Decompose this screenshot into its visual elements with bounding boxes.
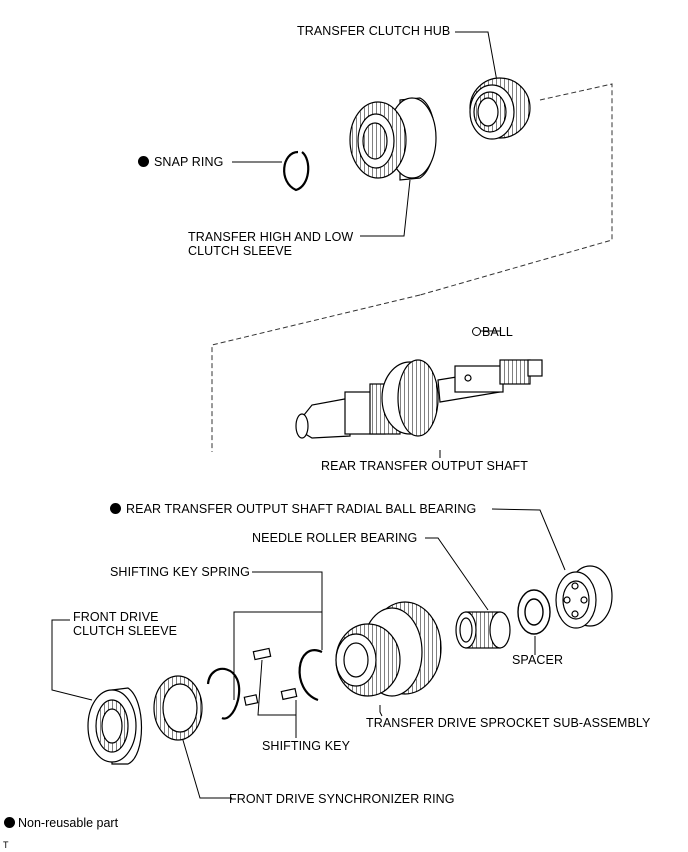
spacer-drawing — [517, 589, 551, 635]
label-ball-group: BALL — [472, 325, 513, 339]
needle-roller-bearing-drawing — [455, 611, 511, 649]
label-shifting-key-spring: SHIFTING KEY SPRING — [110, 565, 250, 579]
legend-non-reusable-text: Non-reusable part — [18, 816, 119, 830]
non-reusable-dot-icon — [110, 503, 121, 514]
shifting-keys-drawing — [243, 647, 298, 706]
label-transfer-clutch-hub: TRANSFER CLUTCH HUB — [297, 24, 451, 38]
leader-lines — [51, 31, 566, 799]
label-shifting-key: SHIFTING KEY — [262, 739, 351, 753]
shifting-key-spring-right-drawing — [298, 649, 323, 702]
label-synchronizer-ring: FRONT DRIVE SYNCHRONIZER RING — [229, 792, 455, 806]
label-high-low-sleeve-line1: TRANSFER HIGH AND LOW — [188, 230, 354, 244]
label-needle-roller-bearing: NEEDLE ROLLER BEARING — [252, 531, 418, 545]
label-rear-shaft-bearing: REAR TRANSFER OUTPUT SHAFT RADIAL BALL B… — [126, 502, 477, 516]
front-drive-clutch-sleeve-drawing — [87, 687, 143, 765]
rear-shaft-ball-bearing-drawing — [555, 565, 613, 629]
label-spacer: SPACER — [512, 653, 564, 667]
transfer-clutch-hub-drawing — [469, 77, 531, 140]
ball-ring-icon — [472, 327, 481, 336]
label-front-drive-sleeve-line2: CLUTCH SLEEVE — [73, 624, 178, 638]
drive-sprocket-drawing — [335, 601, 442, 697]
legend: Non-reusable part — [4, 816, 118, 830]
shifting-key-spring-left-drawing — [206, 667, 241, 720]
rear-output-shaft-drawing — [295, 359, 543, 439]
label-front-drive-sleeve-line1: FRONT DRIVE — [73, 610, 159, 624]
label-rear-bearing-group: REAR TRANSFER OUTPUT SHAFT RADIAL BALL B… — [110, 502, 476, 516]
snap-ring-drawing — [283, 150, 310, 192]
label-ball: BALL — [482, 325, 513, 339]
label-drive-sprocket: TRANSFER DRIVE SPROCKET SUB-ASSEMBLY — [366, 716, 651, 730]
synchronizer-ring-drawing — [153, 675, 203, 741]
label-snap-ring: SNAP RING — [154, 155, 224, 169]
label-rear-output-shaft: REAR TRANSFER OUTPUT SHAFT — [321, 459, 529, 473]
label-high-low-sleeve-line2: CLUTCH SLEEVE — [188, 244, 293, 258]
high-low-clutch-sleeve-drawing — [349, 97, 437, 181]
non-reusable-dot-icon — [138, 156, 149, 167]
non-reusable-dot-icon — [4, 817, 15, 828]
corner-mark: T — [3, 840, 9, 850]
assembly-guide-lines — [211, 83, 613, 452]
label-snap-ring-group: SNAP RING — [138, 155, 223, 169]
